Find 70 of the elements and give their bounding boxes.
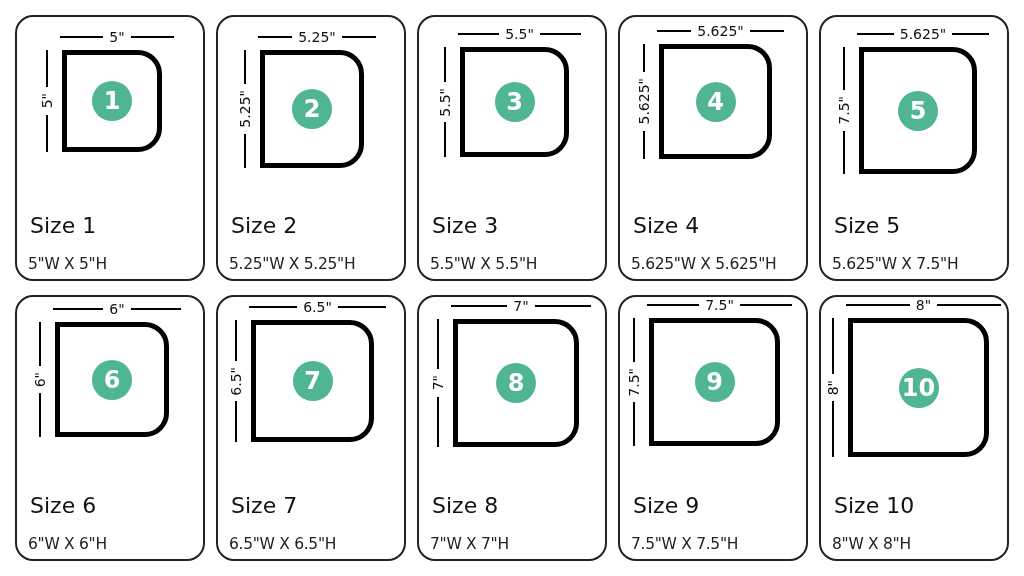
number-badge: 1: [92, 81, 132, 121]
size-dimensions: 5.625"W X 7.5"H: [832, 255, 959, 273]
dimension-label: 6.5": [303, 300, 332, 314]
dimension-label: 5": [109, 30, 125, 44]
number-badge: 2: [292, 89, 332, 129]
number-badge: 9: [694, 362, 735, 402]
size-dimensions: 5"W X 5"H: [28, 255, 107, 273]
dimension-label: 8": [915, 298, 932, 312]
number-badge: 10: [898, 367, 939, 408]
size-title: Size 1: [30, 213, 97, 238]
size-card: [618, 15, 808, 281]
size-card: [216, 295, 406, 561]
size-dimensions: 6"W X 6"H: [28, 535, 107, 553]
rounded-outline: [251, 320, 374, 442]
size-title: Size 4: [633, 213, 700, 238]
dimension-label: 5.5": [438, 87, 452, 117]
rounded-outline: [55, 322, 169, 437]
rounded-outline: [848, 318, 989, 457]
size-card: [819, 295, 1009, 561]
size-title: Size 10: [834, 493, 915, 518]
size-dimensions: 6.5"W X 6.5"H: [229, 535, 337, 553]
size-title: Size 7: [231, 493, 298, 518]
size-title: Size 5: [834, 213, 901, 238]
size-card: [417, 15, 607, 281]
rounded-outline: [62, 50, 162, 152]
dimension-label: 5.625": [637, 78, 651, 125]
dimension-label: 7": [431, 375, 445, 391]
size-title: Size 9: [633, 493, 700, 518]
size-card: [216, 15, 406, 281]
number-badge: 8: [496, 363, 536, 403]
dimension-label: 8": [826, 379, 840, 396]
dimension-label: 5.625": [697, 24, 744, 38]
size-dimensions: 5.5"W X 5.5"H: [430, 255, 538, 273]
dimension-label: 7.5": [837, 96, 851, 125]
dimension-label: 7": [513, 299, 529, 313]
number-badge: 5: [898, 90, 938, 131]
size-title: Size 3: [432, 213, 499, 238]
dimension-label: 5.625": [899, 27, 947, 41]
rounded-outline: [460, 47, 569, 157]
size-card: [15, 15, 205, 281]
size-title: Size 6: [30, 493, 97, 518]
rounded-outline: [859, 47, 977, 174]
size-card: [417, 295, 607, 561]
dimension-label: 6.5": [229, 366, 243, 396]
size-card: [618, 295, 808, 561]
number-badge: 3: [494, 82, 535, 122]
rounded-outline: [649, 318, 780, 446]
dimension-label: 7.5": [627, 367, 641, 397]
size-dimensions: 5.625"W X 5.625"H: [631, 255, 777, 273]
size-title: Size 8: [432, 493, 499, 518]
dimension-label: 5.25": [238, 90, 252, 128]
size-card: [15, 295, 205, 561]
size-dimensions: 7"W X 7"H: [430, 535, 509, 553]
size-title: Size 2: [231, 213, 298, 238]
rounded-outline: [453, 319, 579, 447]
dimension-label: 6": [109, 302, 125, 316]
dimension-label: 7.5": [705, 298, 734, 312]
size-dimensions: 7.5"W X 7.5"H: [631, 535, 739, 553]
number-badge: 6: [92, 359, 132, 400]
size-card: [819, 15, 1009, 281]
number-badge: 4: [695, 81, 736, 122]
number-badge: 7: [292, 361, 333, 401]
rounded-outline: [659, 44, 772, 159]
size-dimensions: 5.25"W X 5.25"H: [229, 255, 356, 273]
dimension-label: 5": [40, 93, 54, 109]
size-dimensions: 8"W X 8"H: [832, 535, 911, 553]
dimension-label: 5.25": [298, 30, 336, 44]
dimension-label: 6": [33, 371, 47, 388]
rounded-outline: [260, 50, 364, 168]
dimension-label: 5.5": [505, 27, 534, 41]
